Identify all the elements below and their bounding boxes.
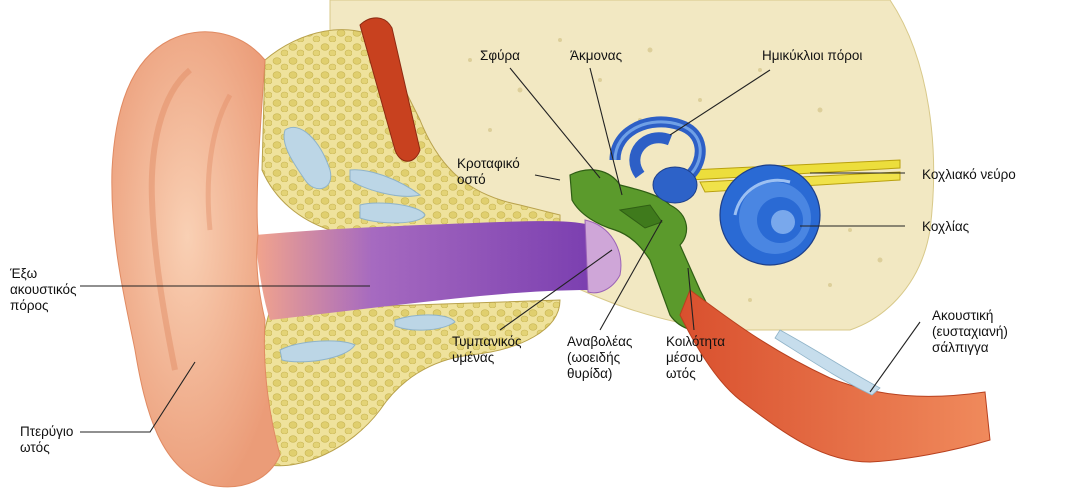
pinna	[112, 32, 280, 487]
label-external-canal: Έξω ακουστικός πόρος	[10, 266, 77, 314]
cochlea	[720, 165, 820, 265]
label-anvil: Άκμονας	[570, 48, 622, 64]
label-middle-ear-cavity: Κοιλότητα μέσου ωτός	[666, 334, 725, 382]
vestibule	[653, 167, 697, 203]
label-semicircular-canals: Ημικύκλιοι πόροι	[762, 48, 862, 64]
label-temporal-bone: Κροταφικό οστό	[457, 156, 520, 188]
label-cochlear-nerve: Κοχλιακό νεύρο	[922, 167, 1016, 183]
label-cochlea: Κοχλίας	[922, 219, 969, 235]
label-eustachian-tube: Ακουστική (ευσταχιανή) σάλπιγγα	[932, 308, 1008, 356]
label-stirrup: Αναβολέας (ωοειδής θυρίδα)	[567, 334, 632, 382]
label-pinna: Πτερύγιο ωτός	[20, 424, 73, 456]
label-eardrum: Τυμπανικός υμένας	[452, 334, 522, 366]
label-hammer: Σφύρα	[480, 48, 520, 64]
